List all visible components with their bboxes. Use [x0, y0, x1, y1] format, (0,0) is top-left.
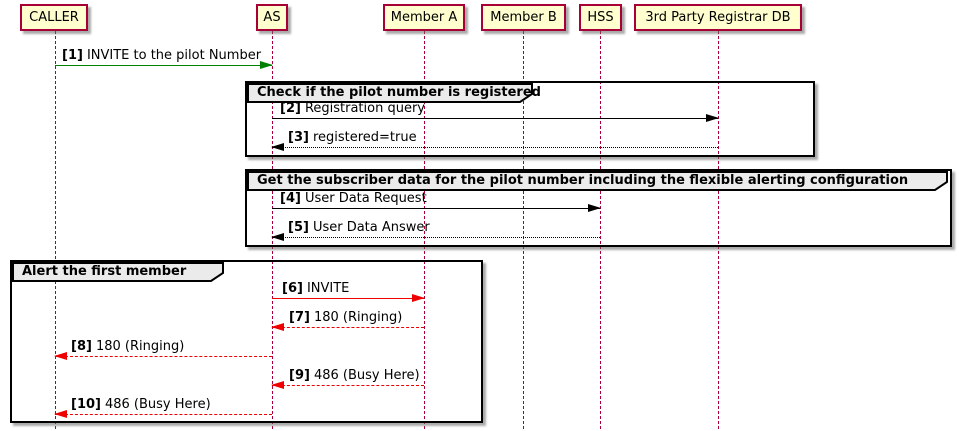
message-4-seq: [4]: [280, 191, 301, 206]
message-4-label: [4]User Data Request: [280, 191, 427, 206]
message-1-text: INVITE to the pilot Number: [86, 48, 262, 63]
message-10-seq: [10]: [71, 397, 101, 412]
message-2-arrow: [272, 113, 719, 122]
participant-as-label: AS: [263, 10, 281, 25]
message-1-seq: [1]: [62, 48, 83, 63]
message-8-text: 180 (Ringing): [95, 339, 185, 354]
message-6-arrow: [272, 293, 425, 302]
message-1-arrow: [55, 60, 273, 69]
participant-hss-label: HSS: [587, 10, 614, 25]
message-6-text: INVITE: [306, 281, 350, 296]
message-9-label: [9]486 (Busy Here): [289, 368, 420, 383]
message-7-seq: [7]: [289, 310, 310, 325]
message-3-arrow: [271, 142, 718, 151]
group-label-subscriber-data: Get the subscriber data for the pilot nu…: [257, 173, 909, 188]
message-5-arrow: [271, 232, 600, 241]
participant-member-a: Member A: [383, 4, 465, 31]
group-frame-subscriber-data: Get the subscriber data for the pilot nu…: [245, 169, 952, 247]
lifeline-registrar-db: [718, 31, 719, 429]
participant-member-a-label: Member A: [390, 10, 458, 25]
group-frame-alert-first-member: Alert the first member: [10, 260, 483, 423]
message-4-arrow: [272, 203, 601, 212]
message-9-text: 486 (Busy Here): [313, 368, 420, 383]
group-label-alert-first-member: Alert the first member: [22, 264, 187, 279]
message-3-label: [3]registered=true: [288, 130, 417, 145]
message-6-seq: [6]: [282, 281, 303, 296]
message-2-text: Registration query: [304, 101, 425, 116]
message-2-label: [2]Registration query: [280, 101, 425, 116]
participant-as: AS: [256, 4, 288, 31]
message-9-seq: [9]: [289, 368, 310, 383]
message-9-arrow: [271, 380, 424, 389]
arrowhead-left-icon: [54, 351, 67, 360]
participant-caller: CALLER: [20, 4, 88, 31]
arrowhead-left-icon: [271, 322, 284, 331]
arrowhead-left-icon: [271, 142, 284, 151]
message-5-text: User Data Answer: [312, 220, 430, 235]
arrowhead-right-icon: [260, 60, 273, 69]
group-frame-check-registered: Check if the pilot number is registered: [245, 81, 815, 157]
message-8-seq: [8]: [71, 339, 92, 354]
message-2-seq: [2]: [280, 101, 301, 116]
arrowhead-left-icon: [271, 380, 284, 389]
participant-caller-label: CALLER: [29, 10, 79, 25]
message-7-label: [7]180 (Ringing): [289, 310, 402, 325]
message-8-label: [8]180 (Ringing): [71, 339, 184, 354]
message-7-arrow: [271, 322, 424, 331]
participant-registrar-db: 3rd Party Registrar DB: [634, 4, 802, 31]
message-3-seq: [3]: [288, 130, 309, 145]
message-4-text: User Data Request: [304, 191, 427, 206]
lifeline-member-b: [523, 31, 524, 429]
participant-registrar-db-label: 3rd Party Registrar DB: [645, 10, 791, 25]
participant-member-b: Member B: [481, 4, 566, 31]
message-3-text: registered=true: [312, 130, 417, 145]
lifeline-member-a: [424, 31, 425, 429]
message-10-text: 486 (Busy Here): [104, 397, 211, 412]
message-10-arrow: [54, 409, 272, 418]
group-header-pentagon: [247, 83, 533, 103]
group-label-check-registered: Check if the pilot number is registered: [257, 85, 541, 100]
participant-member-b-label: Member B: [490, 10, 557, 25]
message-6-label: [6]INVITE: [282, 281, 349, 296]
group-header-pentagon: [12, 262, 224, 282]
message-1-label: [1]INVITE to the pilot Number: [62, 48, 261, 63]
arrowhead-right-icon: [706, 113, 719, 122]
message-5-label: [5]User Data Answer: [288, 220, 430, 235]
lifeline-caller: [55, 31, 56, 429]
message-7-text: 180 (Ringing): [313, 310, 403, 325]
lifeline-as: [272, 31, 273, 429]
message-10-label: [10]486 (Busy Here): [71, 397, 211, 412]
message-5-seq: [5]: [288, 220, 309, 235]
participant-hss: HSS: [579, 4, 622, 31]
arrowhead-right-icon: [412, 293, 425, 302]
arrowhead-left-icon: [271, 232, 284, 241]
arrowhead-right-icon: [588, 203, 601, 212]
arrowhead-left-icon: [54, 409, 67, 418]
lifeline-hss: [600, 31, 601, 429]
group-header-pentagon: [247, 171, 948, 191]
message-8-arrow: [54, 351, 272, 360]
